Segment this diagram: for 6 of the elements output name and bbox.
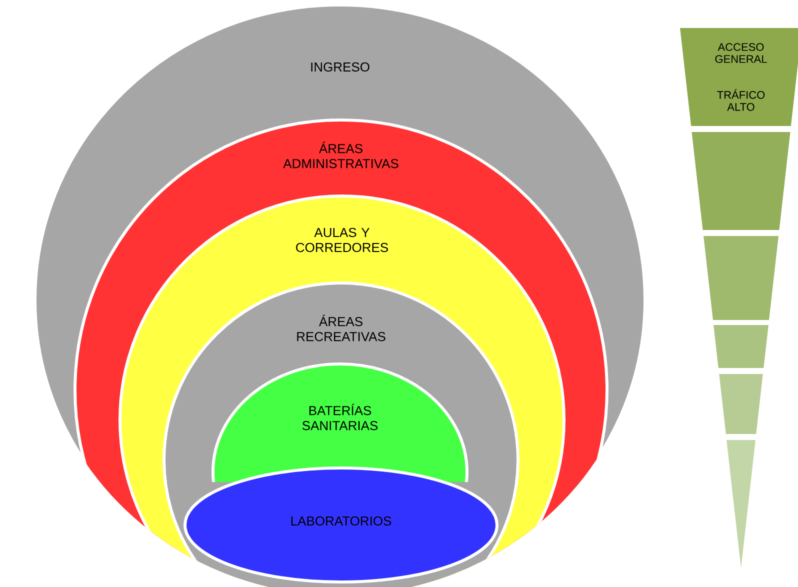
- funnel-segment: ACCESO GENERAL TRÁFICO ALTO: [680, 28, 798, 126]
- funnel-segment: [714, 325, 768, 368]
- funnel-tip: [726, 440, 756, 568]
- funnel-segment: [692, 132, 790, 230]
- funnel-segment: [704, 236, 778, 320]
- funnel-segment: [719, 374, 763, 434]
